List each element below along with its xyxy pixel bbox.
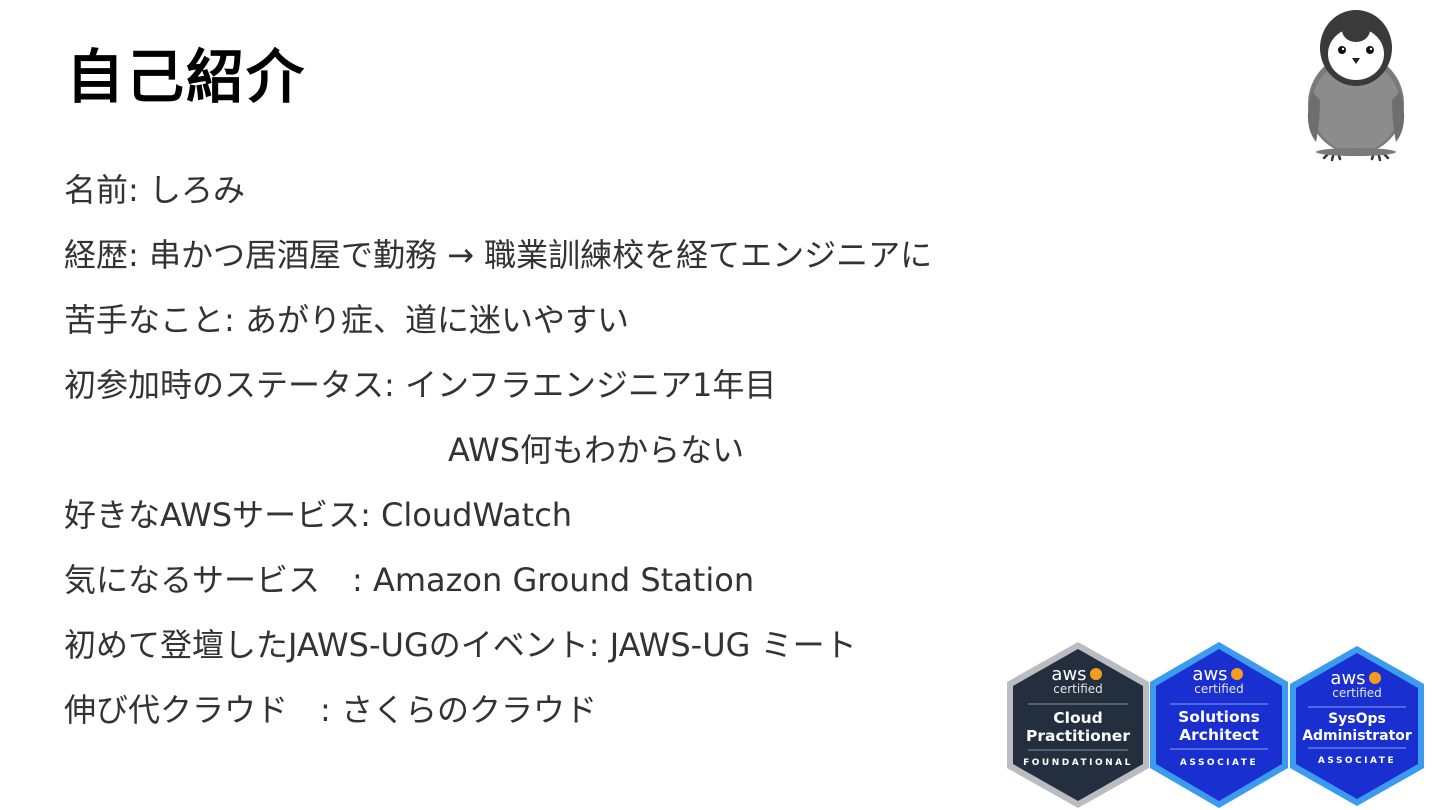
profile-favorite-service: 好きなAWSサービス: CloudWatch xyxy=(64,496,573,534)
badge-brand: aws xyxy=(1192,664,1227,685)
profile-first-status-cont: AWS何もわからない xyxy=(448,431,745,469)
profile-first-status: 初参加時のステータス: インフラエンジニア1年目 xyxy=(64,366,777,404)
badge-face xyxy=(1156,649,1282,801)
profile-interested-service: 気になるサービス : Amazon Ground Station xyxy=(64,561,755,599)
badge-cloud-practitioner: aws certified Cloud Practitioner FOUNDAT… xyxy=(1003,640,1153,810)
profile-weakness: 苦手なこと: あがり症、道に迷いやすい xyxy=(64,301,629,339)
penguin-chick-illustration xyxy=(1300,4,1412,164)
badge-level: ASSOCIATE xyxy=(1318,756,1396,766)
badge-brand: aws xyxy=(1330,668,1365,689)
check-icon xyxy=(1231,668,1243,680)
profile-first-talk-event: 初めて登壇したJAWS-UGのイベント: JAWS-UG ミート xyxy=(64,626,857,664)
profile-growth-cloud: 伸び代クラウド : さくらのクラウド xyxy=(64,691,597,729)
badge-certified: certified xyxy=(1053,682,1103,696)
badge-name-line1: Solutions xyxy=(1178,708,1260,726)
badge-name-line2: Administrator xyxy=(1302,728,1412,744)
check-icon xyxy=(1090,668,1102,680)
badge-name-line1: Cloud xyxy=(1053,709,1102,727)
badge-certified: certified xyxy=(1332,686,1382,700)
profile-name: 名前: しろみ xyxy=(64,171,245,209)
badge-name-line2: Practitioner xyxy=(1026,727,1130,745)
badge-name-line2: Architect xyxy=(1179,726,1259,744)
badge-face xyxy=(1013,649,1143,801)
badge-face xyxy=(1296,653,1418,799)
check-icon xyxy=(1369,672,1381,684)
badge-brand: aws xyxy=(1051,664,1086,685)
slide-title: 自己紹介 xyxy=(66,43,307,111)
profile-career: 経歴: 串かつ居酒屋で勤務 → 職業訓練校を経てエンジニアに xyxy=(64,236,933,274)
badge-solutions-architect: aws certified Solutions Architect ASSOCI… xyxy=(1146,640,1292,810)
badge-sysops-administrator: aws certified SysOps Administrator ASSOC… xyxy=(1286,644,1428,808)
badge-certified: certified xyxy=(1194,682,1244,696)
badge-level: ASSOCIATE xyxy=(1180,758,1258,768)
badge-level: FOUNDATIONAL xyxy=(1023,758,1133,768)
badge-name-line1: SysOps xyxy=(1328,711,1386,727)
